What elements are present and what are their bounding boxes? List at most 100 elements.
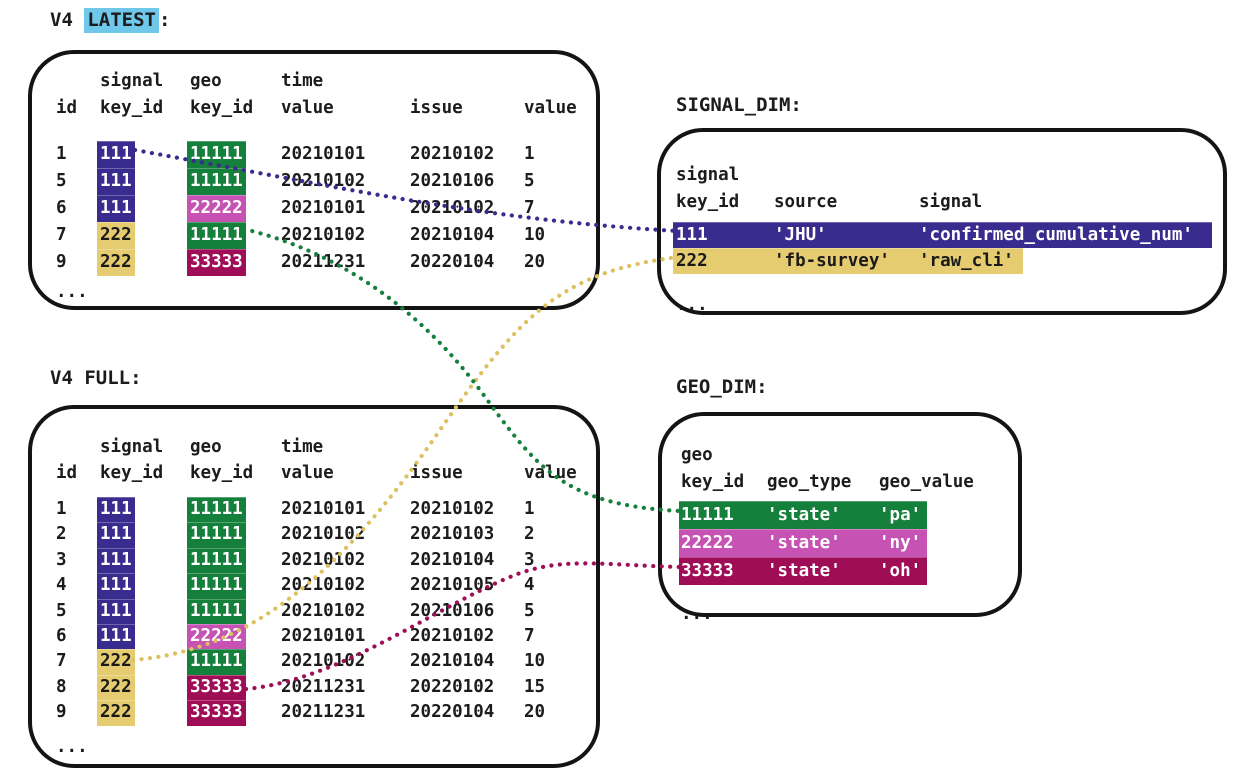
table-cell: 11111 [187, 522, 246, 548]
table-ellipsis-row: ... [661, 292, 1223, 319]
table-header-row: geo [662, 442, 1018, 469]
table-cell: 'ny' [879, 533, 922, 553]
table-cell: signal [100, 71, 164, 91]
table-cell: 1 [524, 499, 535, 519]
table-cell: 3 [524, 549, 535, 570]
table-cell: 222 [97, 222, 135, 249]
table-cell: 111 [97, 573, 135, 599]
table-cell: 7 [56, 651, 67, 672]
table-cell: 33333 [187, 700, 246, 726]
table-cell: 11111 [187, 497, 246, 523]
table-cell: issue [410, 463, 463, 483]
table-cell: 7 [56, 225, 67, 245]
table-cell: 20210103 [410, 524, 495, 545]
row-highlight [673, 222, 1212, 248]
table-header-row: signal geo time [32, 68, 596, 95]
table-cell: key_id [100, 98, 164, 118]
signal-dim-title: SIGNAL_DIM: [676, 93, 802, 117]
table-cell: 'oh' [879, 561, 922, 581]
table-row: 22222 'state' 'ny' [662, 529, 1018, 557]
table-cell: 3 [56, 549, 67, 570]
v4-latest-title-prefix: V4 [50, 9, 85, 31]
table-cell: key_id [190, 98, 254, 118]
table-cell: value [524, 98, 577, 118]
table-cell: geo [190, 71, 222, 91]
table-cell: 111 [97, 168, 135, 195]
table-cell: geo [681, 445, 713, 465]
table-cell: source [774, 192, 838, 212]
table-cell: 'confirmed_cumulative_num' [919, 225, 1193, 245]
table-cell: 'state' [767, 561, 841, 581]
table-cell: 20211231 [281, 252, 366, 272]
v4-full-title: V4 FULL: [50, 366, 142, 390]
table-cell: 8 [56, 676, 67, 697]
table-cell: value [281, 463, 334, 483]
table-cell: 'raw_cli' [919, 251, 1014, 271]
table-cell: 222 [97, 649, 135, 675]
table-cell: 111 [97, 195, 135, 222]
table-cell: 111 [97, 522, 135, 548]
table-cell: 'fb-survey' [774, 251, 890, 271]
table-cell: 20210102 [281, 575, 366, 596]
table-cell: geo_type [767, 472, 852, 492]
table-cell: key_id [681, 472, 745, 492]
table-cell: 20210102 [281, 171, 366, 191]
table-cell: 111 [97, 141, 135, 168]
table-cell: 20210102 [410, 626, 495, 646]
table-cell: 4 [56, 575, 67, 596]
row-highlight [679, 501, 927, 529]
table-cell: 20210102 [281, 549, 366, 570]
table-cell: 20210101 [281, 198, 366, 218]
table-cell: 1 [524, 144, 535, 164]
table-cell: 10 [524, 225, 546, 245]
table-ellipsis-row: ... [32, 279, 596, 306]
table-cell: 20210102 [281, 524, 366, 545]
table-cell: signal [919, 192, 983, 212]
table-cell: 5 [524, 600, 535, 621]
v4-full-title-text: V4 FULL: [50, 367, 142, 389]
table-cell: 20210104 [410, 651, 495, 672]
table-cell: 20210104 [410, 549, 495, 570]
latest-highlight: LATEST [84, 8, 159, 33]
table-cell: 11111 [187, 168, 246, 195]
table-header-row: signal [661, 162, 1223, 189]
table-row: 222'fb-survey''raw_cli' [661, 248, 1223, 274]
table-cell: 'state' [767, 533, 841, 553]
table-cell: 10 [524, 651, 546, 672]
table-cell: signal [676, 165, 740, 185]
table-cell: 222 [97, 249, 135, 276]
table-cell: 33333 [681, 561, 734, 581]
table-cell: 111 [97, 497, 135, 523]
table-cell: id [56, 463, 78, 483]
table-cell: ... [56, 736, 88, 757]
table-cell: 20210102 [281, 651, 366, 672]
table-cell: 6 [56, 626, 67, 646]
signal-dim-title-text: SIGNAL_DIM: [676, 94, 802, 116]
table-cell: 22222 [681, 533, 734, 553]
table-cell: 20 [524, 702, 546, 723]
table-cell: 22222 [187, 195, 246, 222]
table-cell: 222 [97, 674, 135, 701]
table-cell: geo [190, 437, 222, 457]
table-cell: 20210101 [281, 499, 366, 519]
row-highlight [679, 529, 927, 557]
table-cell: 9 [56, 252, 67, 272]
table-cell: 'JHU' [774, 225, 827, 245]
table-cell: 20210106 [410, 600, 495, 621]
table-cell: 11111 [681, 505, 734, 525]
table-cell: 222 [97, 700, 135, 726]
table-cell: time [281, 71, 324, 91]
table-cell: 111 [97, 624, 135, 650]
